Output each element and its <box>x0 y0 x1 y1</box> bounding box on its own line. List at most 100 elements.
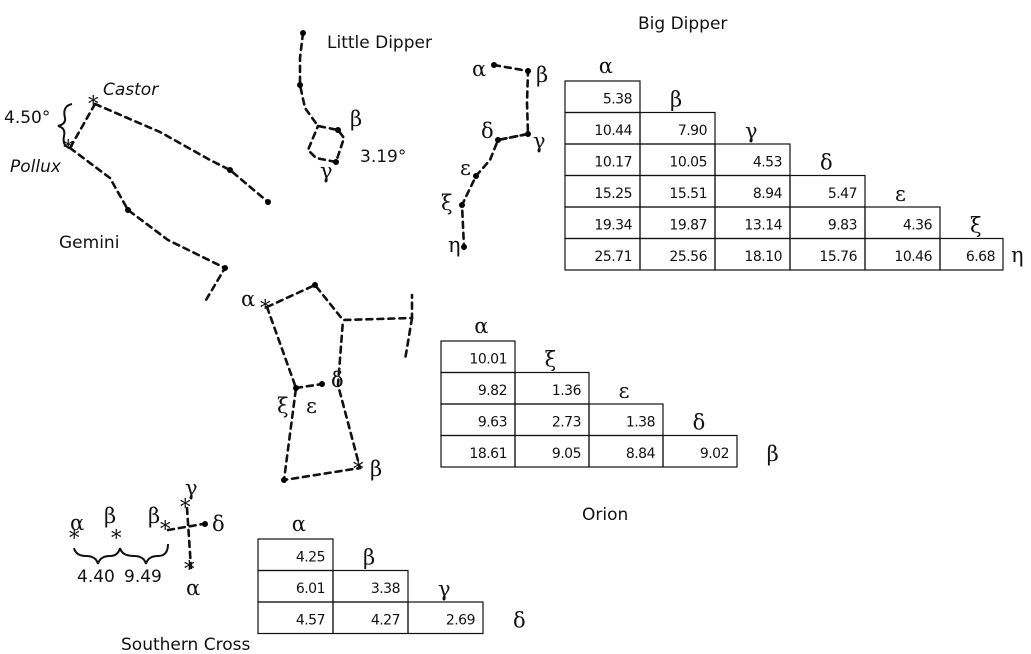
gemini-label: Gemini <box>59 233 119 253</box>
distance-value: 6.01 <box>296 581 325 597</box>
orion-figure: * * <box>260 282 414 483</box>
sc-gap-2-label: 9.49 <box>124 567 162 587</box>
bd-beta-label: β <box>536 63 548 87</box>
table-star-label: β <box>670 88 682 112</box>
star-marker <box>525 68 531 74</box>
table-star-label: δ <box>820 151 833 175</box>
orion-label: Orion <box>582 505 628 525</box>
orion-xi-label: ξ <box>277 394 289 418</box>
big-dipper-label: Big Dipper <box>638 14 727 34</box>
sc-alpha-2-label: α <box>186 576 200 600</box>
little-dipper-label: Little Dipper <box>327 33 432 53</box>
orion-alpha-label: α <box>241 287 255 311</box>
star-marker <box>333 159 339 165</box>
sc-delta-label: δ <box>212 512 225 536</box>
distance-value: 1.38 <box>626 415 655 431</box>
distance-value: 10.17 <box>594 155 632 171</box>
sc-gap-1-label: 4.40 <box>77 567 115 587</box>
distance-value: 5.38 <box>603 92 632 108</box>
star-beta-marker: * <box>353 457 364 481</box>
table-star-label: γ <box>745 119 758 143</box>
table-cell <box>662 434 738 468</box>
sc-gap-brace-2 <box>119 543 169 565</box>
distance-value: 9.05 <box>552 446 581 462</box>
distance-value: 4.53 <box>753 155 782 171</box>
table-star-label: ε <box>619 379 630 403</box>
star-marker <box>222 265 228 271</box>
distance-value: 15.76 <box>819 249 857 265</box>
bd-xi-label: ξ <box>441 191 453 215</box>
distance-value: 9.83 <box>828 218 857 234</box>
orion-beta-label: β <box>370 457 382 481</box>
distance-value: 10.46 <box>894 249 932 265</box>
table-star-label: η <box>1011 243 1024 267</box>
star-marker <box>297 82 303 88</box>
star-marker <box>202 521 208 527</box>
distance-value: 2.73 <box>552 415 581 431</box>
distance-value: 10.01 <box>469 352 507 368</box>
sc-gamma-label: γ <box>185 476 198 500</box>
table-cell <box>407 601 484 635</box>
distance-value: 18.61 <box>469 446 507 462</box>
distance-value: 19.34 <box>594 218 632 234</box>
table-star-label: β <box>363 546 375 570</box>
star-marker <box>461 244 467 250</box>
table-star-label: ξ <box>970 214 982 238</box>
star-alpha-marker: * <box>184 557 195 581</box>
star-alpha-marker: * <box>69 526 80 550</box>
gemini-angle-brace <box>57 103 73 149</box>
southern-cross-label: Southern Cross <box>121 635 250 654</box>
ld-gamma-label: γ <box>320 159 333 183</box>
table-star-label: ξ <box>545 348 557 372</box>
little-dipper-angle-label: 3.19° <box>360 147 406 167</box>
bd-eta-label: η <box>448 233 461 257</box>
distance-value: 15.51 <box>669 186 707 202</box>
distance-value: 10.44 <box>594 123 632 139</box>
distance-value: 6.68 <box>966 249 995 265</box>
distance-value: 4.25 <box>296 550 325 566</box>
orion-epsilon-label: ε <box>306 394 317 418</box>
star-beta-marker: * <box>111 526 122 550</box>
table-star-header: α <box>599 54 613 78</box>
star-gamma-marker: * <box>180 495 191 519</box>
distance-value: 25.56 <box>669 249 707 265</box>
southern-cross-figure: * * * * * <box>69 495 208 581</box>
table-star-label: γ <box>438 577 451 601</box>
table-star-label: β <box>767 442 779 466</box>
distance-value: 25.71 <box>594 249 632 265</box>
star-marker <box>281 477 287 483</box>
sc-beta-1-label: β <box>104 504 116 528</box>
distance-value: 3.38 <box>371 581 400 597</box>
star-marker <box>473 173 479 179</box>
distance-value: 1.36 <box>552 383 582 399</box>
sc-alpha-1-label: α <box>70 511 84 535</box>
table-star-header: α <box>292 512 306 536</box>
star-marker <box>125 207 131 213</box>
gemini-angle-label: 4.50° <box>4 108 50 128</box>
distance-value: 9.02 <box>700 446 729 462</box>
table-cell <box>939 237 1004 271</box>
bd-epsilon-label: ε <box>460 156 471 180</box>
table-star-header: α <box>474 314 488 338</box>
distance-value: 5.47 <box>828 186 857 202</box>
distance-value: 4.57 <box>296 613 325 629</box>
pollux-label: Pollux <box>10 157 62 177</box>
star-marker <box>525 131 531 137</box>
distance-value: 7.90 <box>678 123 707 139</box>
distance-value: 9.82 <box>478 383 507 399</box>
bd-gamma-label: γ <box>533 129 546 153</box>
table-star-label: δ <box>693 411 706 435</box>
table-star-label: δ <box>513 609 526 633</box>
star-marker <box>491 62 497 68</box>
big-dipper-figure <box>459 62 531 250</box>
sc-beta-2-label: β <box>148 504 160 528</box>
distance-value: 13.14 <box>744 218 782 234</box>
ld-beta-label: β <box>350 107 362 131</box>
bd-delta-label: δ <box>481 119 494 143</box>
castor-label: Castor <box>103 80 159 100</box>
distance-value: 4.27 <box>371 613 400 629</box>
